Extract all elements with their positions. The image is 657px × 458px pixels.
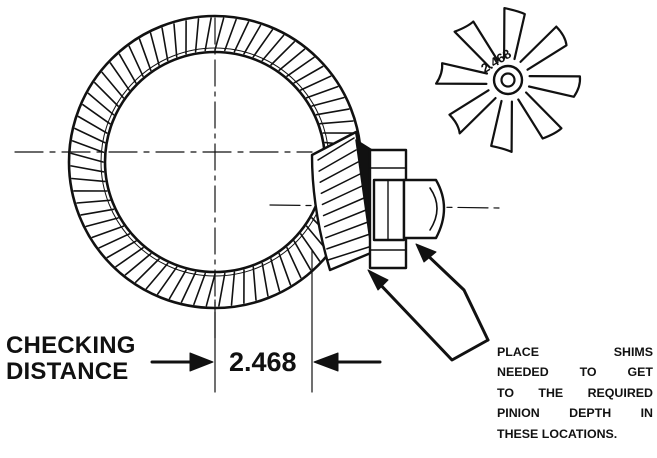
ring-tooth [225,20,236,51]
ring-tooth [71,166,103,172]
ring-tooth [77,200,110,203]
ring-tooth [196,19,199,52]
ring-tooth [215,18,224,50]
ring-tooth [232,272,235,305]
checking-distance-label: CHECKING DISTANCE [6,333,136,385]
ring-tooth [86,218,118,226]
shim-leader-left [374,278,488,360]
note-line-4: PINION DEPTH IN [497,403,653,423]
checking-label-line-2: DISTANCE [6,359,136,385]
ring-tooth [151,33,159,65]
pinion-end-teeth [436,8,580,152]
ring-tooth [307,87,338,98]
pinion-end-tooth [450,90,496,133]
ring-tooth [75,129,105,143]
ring-tooth [72,179,105,182]
ring-tooth [287,248,301,278]
ring-tooth [253,267,256,300]
shim-arrowhead-left [368,270,388,290]
ring-tooth [271,259,279,291]
ring-tooth [73,141,104,152]
ring-tooth [194,274,205,305]
ring-tooth [92,226,123,237]
note-line-2: NEEDED TO GET [497,362,653,382]
dimension-arrowhead-left [190,353,213,371]
ring-tooth [317,109,349,115]
ring-tooth [205,18,211,50]
ring-tooth [140,39,151,70]
checking-label-line-1: CHECKING [6,333,136,359]
ring-tooth [320,121,353,124]
ring-tooth [162,28,168,60]
ring-tooth [301,76,331,90]
pinion-shaft [404,180,444,238]
shim-note: PLACE SHIMS NEEDED TO GET TO THE REQUIRE… [497,342,653,444]
pinion-end-bore [502,74,515,87]
ring-tooth [279,254,290,285]
note-line-5: THESE LOCATIONS. [497,424,653,444]
ring-tooth [71,153,103,162]
ring-tooth [129,46,143,76]
pinion-end-tooth [521,27,567,70]
ring-tooth [99,234,129,248]
pinion-end-tooth [491,101,512,152]
ring-tooth [234,22,248,52]
ring-tooth [219,274,225,306]
note-line-3: TO THE REQUIRED [497,383,653,403]
pinion-shaft-collar [374,180,404,240]
dimension-value: 2.468 [229,347,297,377]
shim-leader-right [424,252,488,340]
ring-tooth [81,209,113,215]
ring-tooth [182,272,196,302]
pinion-end-tooth [518,93,561,139]
pinion-end-tooth [529,76,580,97]
ring-tooth [206,274,215,306]
ring-tooth [312,98,344,106]
ring-tooth [174,24,177,57]
pinion-end-view [434,6,582,154]
ring-tooth [262,264,268,296]
pinion-end-hub [494,66,522,94]
dimension-arrowhead-right [314,353,338,371]
note-line-1: PLACE SHIMS [497,342,653,362]
